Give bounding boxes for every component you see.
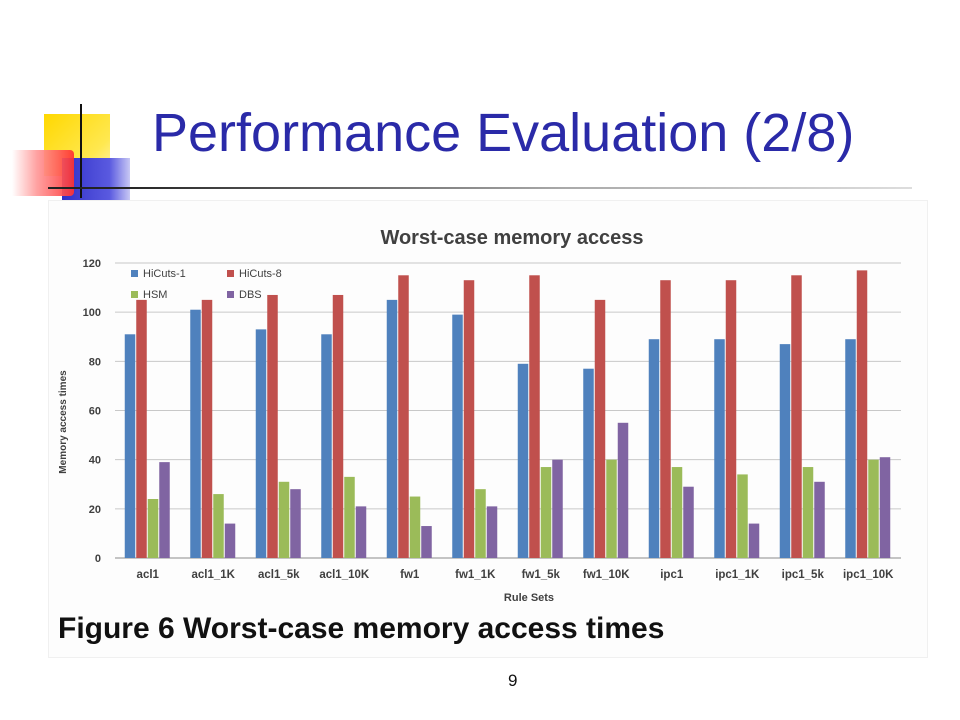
chart-figure: Worst-case memory access 0 20 40 60 80 100 120… (48, 200, 928, 658)
bar-fw1-DBS (421, 526, 432, 558)
bar-acl1_5k-HSM (278, 481, 290, 558)
y-tick-40: 40 (89, 455, 101, 467)
legend-label-HiCuts-8: HiCuts-8 (239, 268, 282, 280)
bar-acl1_5k-HiCuts-1 (255, 329, 267, 558)
bar-acl1_5k-DBS (290, 489, 301, 558)
x-tick-ipc1_10K: ipc1_10K (843, 569, 894, 581)
bar-fw1-HiCuts-1 (386, 299, 398, 558)
bar-acl1_1K-DBS (224, 523, 236, 558)
bar-acl1_10K-HiCuts-1 (321, 334, 332, 558)
bar-ipc1_10K-HSM (868, 459, 879, 558)
chart-title: Worst-case memory access (380, 227, 643, 249)
bar-acl1_1K-HiCuts-1 (190, 309, 201, 558)
bar-acl1_10K-HSM (344, 476, 355, 558)
bar-ipc1-HiCuts-1 (648, 339, 660, 558)
decor-vertical-line (80, 104, 82, 198)
x-tick-acl1_10K: acl1_10K (319, 569, 370, 581)
bar-acl1-HSM (147, 499, 159, 558)
bar-ipc1_5k-HSM (802, 467, 814, 558)
bar-fw1_1K-HiCuts-8 (463, 280, 475, 558)
y-tick-100: 100 (83, 307, 101, 319)
x-tick-acl1_5k: acl1_5k (258, 569, 300, 581)
legend-swatch-HiCuts-1 (131, 270, 138, 277)
bar-ipc1-HiCuts-8 (660, 280, 671, 558)
bar-chart: Worst-case memory access 0 20 40 60 80 100 120… (58, 227, 901, 604)
y-tick-0: 0 (95, 553, 101, 565)
bar-fw1_5k-DBS (552, 459, 563, 558)
bar-ipc1_5k-HiCuts-8 (791, 275, 802, 558)
x-tick-fw1_5k: fw1_5k (522, 569, 561, 581)
legend-label-DBS: DBS (239, 289, 262, 301)
page-number: 9 (508, 671, 518, 690)
legend-swatch-DBS (227, 291, 234, 298)
bar-ipc1_10K-HiCuts-8 (856, 270, 868, 558)
bar-ipc1_5k-HiCuts-1 (779, 344, 791, 558)
x-axis-label: Rule Sets (504, 592, 554, 604)
bar-ipc1_1K-HiCuts-1 (714, 339, 725, 558)
x-tick-acl1_1K: acl1_1K (192, 569, 236, 581)
legend-label-HiCuts-1: HiCuts-1 (143, 268, 186, 280)
bar-fw1_10K-HiCuts-8 (594, 299, 606, 558)
y-tick-60: 60 (89, 406, 101, 418)
x-tick-ipc1_5k: ipc1_5k (782, 569, 825, 581)
x-tick-fw1_10K: fw1_10K (583, 569, 630, 581)
bars (124, 270, 891, 558)
bar-acl1_10K-HiCuts-8 (332, 294, 344, 558)
bar-fw1_5k-HiCuts-1 (517, 363, 529, 558)
figure-caption: Figure 6 Worst-case memory access times (58, 612, 665, 645)
legend-swatch-HSM (131, 291, 138, 298)
x-tick-fw1_1K: fw1_1K (455, 569, 496, 581)
bar-ipc1_1K-HSM (737, 474, 748, 558)
y-tick-20: 20 (89, 504, 101, 516)
bar-acl1_1K-HSM (213, 494, 224, 558)
bar-fw1_1K-HiCuts-1 (452, 314, 463, 558)
x-tick-labels: acl1 acl1_1K acl1_5k acl1_10K fw1 fw1_1K fw1_5… (137, 569, 895, 581)
bar-fw1_1K-DBS (486, 506, 498, 558)
bar-fw1-HSM (409, 496, 421, 558)
bar-fw1_5k-HSM (540, 467, 552, 558)
bar-acl1-DBS (159, 462, 170, 558)
bar-fw1_10K-HiCuts-1 (583, 368, 594, 558)
bar-ipc1_1K-HiCuts-8 (725, 280, 737, 558)
decor-red-square (12, 150, 74, 196)
x-tick-acl1: acl1 (137, 569, 160, 581)
legend-swatch-HiCuts-8 (227, 270, 234, 277)
bar-ipc1_5k-DBS (814, 481, 825, 558)
bar-fw1_10K-DBS (617, 422, 629, 558)
y-tick-120: 120 (83, 258, 101, 270)
bar-ipc1_10K-DBS (879, 457, 891, 558)
bar-ipc1-DBS (683, 486, 694, 558)
slide-title: Performance Evaluation (2/8) (152, 103, 855, 163)
bar-ipc1_1K-DBS (748, 523, 760, 558)
bar-acl1-HiCuts-1 (124, 334, 136, 558)
bar-acl1_1K-HiCuts-8 (201, 299, 213, 558)
bar-ipc1_10K-HiCuts-1 (845, 339, 856, 558)
bar-acl1_5k-HiCuts-8 (267, 294, 278, 558)
y-axis-label: Memory access times (58, 370, 69, 474)
bar-fw1_1K-HSM (475, 489, 486, 558)
title-underline (48, 187, 912, 189)
bar-acl1-HiCuts-8 (136, 299, 147, 558)
bar-fw1_10K-HSM (606, 459, 617, 558)
y-tick-80: 80 (89, 356, 101, 368)
legend-label-HSM: HSM (143, 289, 167, 301)
x-tick-fw1: fw1 (400, 569, 420, 581)
bar-fw1-HiCuts-8 (398, 275, 409, 558)
bar-fw1_5k-HiCuts-8 (529, 275, 540, 558)
bar-ipc1-HSM (671, 467, 683, 558)
gridlines (115, 262, 901, 559)
x-tick-ipc1: ipc1 (660, 569, 684, 581)
x-tick-ipc1_1K: ipc1_1K (715, 569, 760, 581)
bar-acl1_10K-DBS (355, 506, 367, 558)
y-tick-labels: 0 20 40 60 80 100 120 (83, 258, 101, 565)
